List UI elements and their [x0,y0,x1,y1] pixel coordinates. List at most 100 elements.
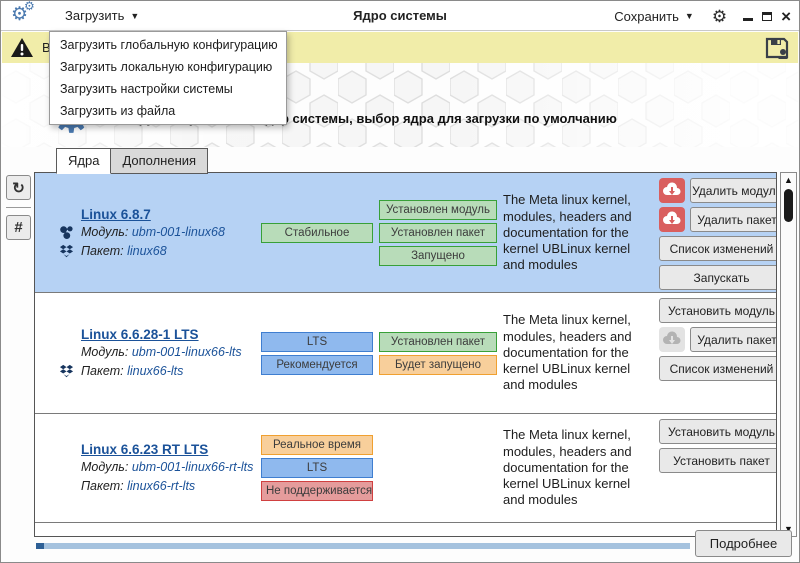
kernel-description: The Meta linux kernel, modules, headers … [503,427,632,508]
minimize-button[interactable] [743,17,754,21]
kernel-module-label: Модуль: ubm-001-linux66-rt-lts [81,460,254,474]
kernel-package-link[interactable]: linux66-rt-lts [127,479,196,493]
module-icon-slot [59,225,81,240]
hash-filter-button[interactable]: # [6,215,31,240]
package-icon [59,244,74,258]
settings-gear-icon[interactable]: ⚙ [711,6,728,26]
gray-cloud-download-button[interactable] [659,327,685,352]
kernel-name-link[interactable]: Linux 6.6.28-1 LTS [81,326,199,342]
load-menu-item-2[interactable]: Загрузить настройки системы [60,82,233,96]
tab-bar: Ядра Дополнения [56,148,209,174]
kernel-module-link[interactable]: ubm-001-linux66-rt-lts [131,460,254,474]
refresh-button[interactable]: ↻ [6,175,31,200]
action-button[interactable]: Удалить пакет [690,207,776,232]
load-menu-button[interactable]: Загрузить ▼ [57,4,147,27]
kernel-row[interactable]: Linux 6.6.28-1 LTS Модуль: ubm-001-linux6… [35,293,776,414]
save-menu-button[interactable]: Сохранить ▼ [606,5,702,28]
load-menu-item-3[interactable]: Загрузить из файла [60,104,176,118]
red-cloud-download-button[interactable] [659,207,685,232]
status-badge: Запущено [379,246,497,266]
status-badge: Установлен пакет [379,331,497,352]
load-menu-label: Загрузить [65,8,125,23]
cloud-download-icon [659,207,685,232]
vertical-scrollbar[interactable]: ▲ ▼ [780,172,797,537]
details-button[interactable]: Подробнее [695,530,792,557]
action-button[interactable]: Установить модуль [659,298,776,323]
kernel-row[interactable]: Linux 6.6.23 RT LTS Модуль: ubm-001-linux… [35,414,776,523]
status-badge: Установлен модуль [379,200,497,220]
badge-column-left: Стабильное [261,176,373,290]
kernel-name-link[interactable]: Linux 6.6.23 RT LTS [81,441,209,457]
package-icon-slot [59,244,81,258]
kernel-module-link[interactable]: ubm-001-linux68 [131,225,225,239]
cloud-download-disabled-icon [659,327,685,352]
badge-column-right [379,417,497,519]
status-badge: Рекомендуется [261,354,373,375]
status-badge: Установлен пакет [379,223,497,243]
hash-icon: # [14,219,23,236]
status-badge: Стабильное [261,223,373,243]
tab-addons[interactable]: Дополнения [111,148,209,174]
status-badge: Реальное время [261,435,373,455]
action-button[interactable]: Список изменений [659,356,776,381]
refresh-icon: ↻ [12,179,25,197]
kernel-package-link[interactable]: linux68 [127,244,167,258]
action-button[interactable]: Установить пакет [659,448,776,473]
cloud-download-icon [659,178,685,203]
kernel-description: The Meta linux kernel, modules, headers … [503,312,632,393]
kernel-row-partial [35,523,776,536]
app-logo-gears-icon: ⚙⚙ [11,0,35,25]
module-icon [60,225,73,239]
toolbar-divider [6,207,31,208]
progress-chunk [36,543,44,549]
status-badge: Не поддерживается [261,481,373,501]
package-icon [59,364,74,378]
kernel-description: The Meta linux kernel, modules, headers … [503,192,632,273]
close-button[interactable]: × [781,6,791,26]
warning-icon [11,38,33,57]
save-config-icon[interactable] [764,35,790,61]
kernel-name-link[interactable]: Linux 6.8.7 [81,206,151,222]
status-badge: LTS [261,458,373,478]
status-badge: Будет запущено [379,354,497,375]
action-button[interactable]: Удалить пакет [690,327,776,352]
status-badge: LTS [261,331,373,352]
kernel-module-label: Модуль: ubm-001-linux66-lts [81,345,242,359]
scrollbar-thumb[interactable] [784,189,793,222]
side-toolbar: ↻ # [6,175,32,240]
chevron-down-icon: ▼ [684,11,694,21]
kernel-package-label: Пакет: linux68 [81,244,167,258]
warning-text: В [42,40,51,55]
maximize-button[interactable] [762,11,773,21]
kernel-package-label: Пакет: linux66-lts [81,364,184,378]
scroll-up-icon[interactable]: ▲ [784,175,793,185]
load-menu-item-1[interactable]: Загрузить локальную конфигурацию [60,60,273,74]
kernel-module-link[interactable]: ubm-001-linux66-lts [131,345,242,359]
tab-kernels[interactable]: Ядра [56,148,112,174]
action-button[interactable]: Список изменений [659,236,776,261]
save-menu-label: Сохранить [614,8,679,24]
progress-bar [36,543,690,549]
red-cloud-download-button[interactable] [659,178,685,203]
package-icon-slot [59,364,81,378]
kernel-module-label: Модуль: ubm-001-linux68 [81,225,225,239]
scroll-down-icon[interactable]: ▼ [784,524,793,534]
action-button[interactable]: Установить модуль [659,419,776,444]
load-menu-item-0[interactable]: Загрузить глобальную конфигурацию [60,38,278,52]
kernel-package-link[interactable]: linux66-lts [127,364,184,378]
action-button[interactable]: Запускать [659,265,776,290]
title-bar: ⚙⚙ Загрузить ▼ Ядро системы Сохранить ▼ … [1,1,799,31]
chevron-down-icon: ▼ [130,10,140,21]
action-button[interactable]: Удалить модуль [690,178,776,203]
kernel-package-label: Пакет: linux66-rt-lts [81,479,196,493]
